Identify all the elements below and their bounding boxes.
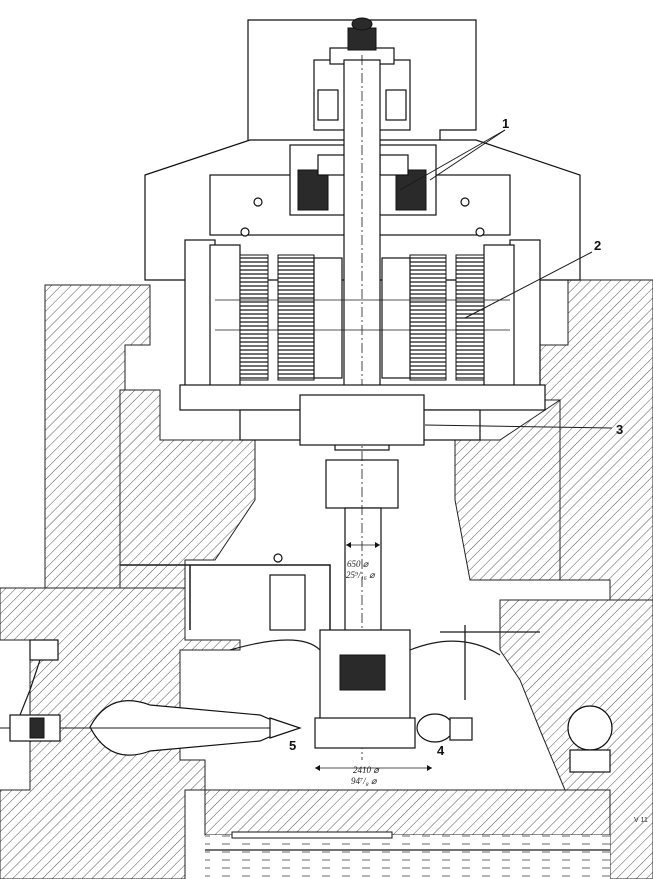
runner-diameter-in: 94⁷/₈ ⌀ bbox=[351, 776, 378, 786]
turbine-runner bbox=[229, 629, 501, 749]
shaft-diameter-in: 25⁹/₁₆ ⌀ bbox=[346, 570, 376, 580]
nozzle-assembly bbox=[0, 639, 302, 756]
callout-5: 5 bbox=[289, 738, 296, 753]
callout-1: 1 bbox=[502, 116, 509, 131]
callout-leaders bbox=[399, 129, 613, 429]
callout-3: 3 bbox=[616, 422, 623, 437]
concrete-foundation bbox=[0, 279, 653, 879]
runner-diameter-mm: 2410 ⌀ bbox=[353, 765, 380, 775]
servomotor bbox=[416, 625, 540, 743]
oil-piping bbox=[120, 553, 331, 632]
callout-2: 2 bbox=[594, 238, 601, 253]
tailwater bbox=[205, 831, 610, 879]
shaft-diameter-mm: 650 ⌀ bbox=[347, 559, 370, 569]
lower-guide-bearing bbox=[299, 394, 425, 446]
spherical-valve bbox=[567, 705, 613, 773]
shaft-dimension bbox=[346, 542, 380, 548]
corner-mark: V 11 bbox=[634, 817, 648, 824]
runner-dimension bbox=[315, 765, 432, 771]
callout-4: 4 bbox=[437, 743, 445, 758]
